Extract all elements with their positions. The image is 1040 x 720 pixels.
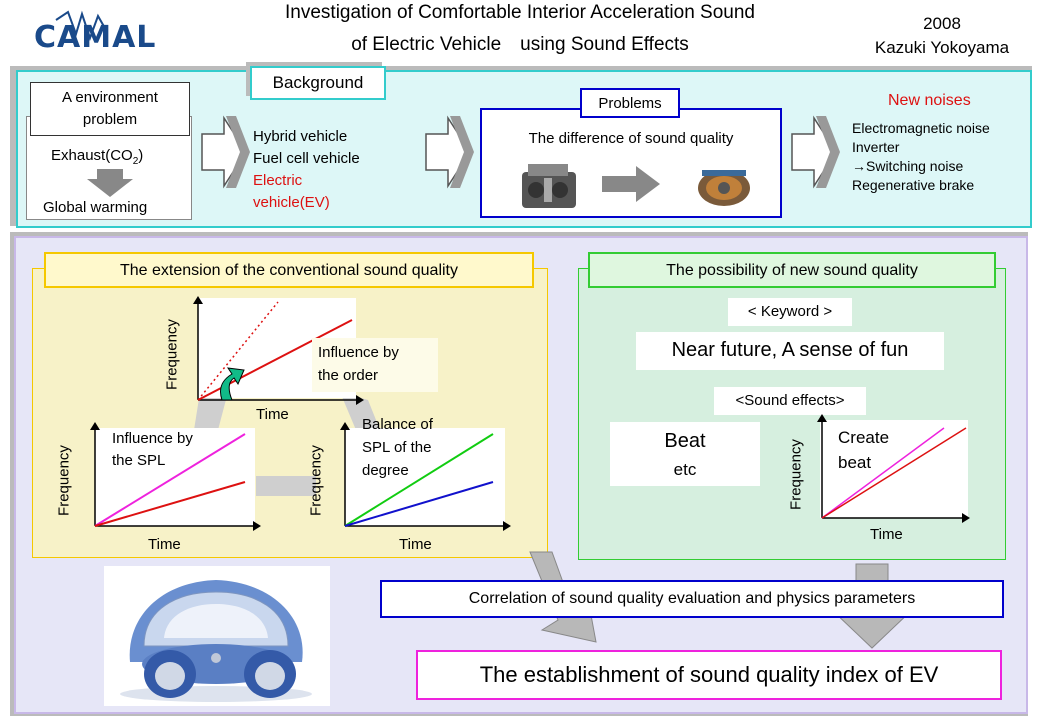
- year: 2008: [923, 14, 961, 33]
- noise-regenerative: Regenerative brake: [852, 177, 975, 193]
- author: Kazuki Yokoyama: [874, 38, 1010, 57]
- order-plot-ylabel: Frequency: [163, 319, 181, 390]
- right-arrow-icon: [602, 166, 660, 202]
- new-quality-title: The possibility of new sound quality: [666, 262, 918, 279]
- establishment-text: The establishment of sound quality index…: [479, 662, 939, 687]
- beat-plot-ylabel: Frequency: [787, 439, 805, 510]
- spl-line-red: [94, 481, 246, 527]
- establishment-box: The establishment of sound quality index…: [416, 650, 1002, 700]
- etc-text: etc: [673, 460, 697, 479]
- correlation-box: Correlation of sound quality evaluation …: [380, 580, 1004, 618]
- noise-electromagnetic: Electromagnetic noise: [852, 120, 990, 136]
- vehicle-ev-line1: Electric: [253, 172, 303, 189]
- problems-text: The difference of sound quality: [528, 130, 734, 147]
- conventional-title-box: The extension of the conventional sound …: [44, 252, 534, 288]
- new-quality-title-box: The possibility of new sound quality: [588, 252, 996, 288]
- beat-box: Beat etc: [610, 422, 760, 486]
- background-tab: Background: [250, 66, 386, 100]
- keyword-box: Near future, A sense of fun: [636, 332, 944, 370]
- balance-plot-xlabel: Time: [399, 536, 432, 553]
- balance-plot-chart: [340, 422, 511, 531]
- spl-plot-ylabel: Frequency: [55, 445, 73, 516]
- spl-plot-chart: [90, 422, 261, 531]
- rotate-arrow-icon: [219, 367, 245, 401]
- background-tab-label: Background: [272, 73, 364, 92]
- correlation-text: Correlation of sound quality evaluation …: [468, 590, 916, 607]
- global-warming-text: Global warming: [43, 199, 148, 216]
- order-line-dotted: [197, 301, 279, 401]
- beat-line-magenta: [821, 427, 945, 519]
- balance-line-green: [344, 433, 494, 527]
- ev-car-icon: [120, 580, 312, 702]
- spl-label-line1: Influence by: [112, 430, 193, 447]
- beat-line-red: [821, 427, 967, 519]
- new-noises-title: New noises: [888, 92, 971, 109]
- balance-line-blue: [344, 481, 494, 527]
- chevron-right-icon: [791, 115, 840, 189]
- logo-mark-icon: [55, 10, 107, 42]
- balance-plot-ylabel: Frequency: [307, 445, 325, 516]
- beat-text: Beat: [664, 430, 706, 452]
- logo-text: CAMAL: [34, 20, 157, 55]
- order-plot-xlabel: Time: [256, 406, 289, 423]
- vehicle-fuel-cell: Fuel cell vehicle: [253, 150, 360, 167]
- cycle-arrows-icon: [194, 392, 380, 496]
- beat-plot-chart: [817, 414, 970, 523]
- ev-car-image: [104, 566, 330, 706]
- order-label-line2: the order: [318, 367, 379, 384]
- page-title-line1: Investigation of Comfortable Interior Ac…: [285, 2, 755, 23]
- noise-inverter: Inverter: [852, 139, 900, 155]
- order-label-line1: Influence by: [318, 344, 399, 361]
- balance-label-line2: SPL of the: [362, 439, 432, 456]
- chevron-right-icon: [201, 115, 250, 189]
- order-label-box: [312, 338, 438, 392]
- vehicle-ev-line2: vehicle(EV): [253, 194, 330, 211]
- spl-label-line2: the SPL: [112, 452, 166, 469]
- logo: CAMAL: [18, 8, 168, 58]
- problems-tab: Problems: [580, 88, 680, 118]
- vehicle-hybrid: Hybrid vehicle: [253, 128, 348, 145]
- create-beat-line1: Create: [838, 428, 890, 447]
- down-arrow-icon: [87, 169, 133, 197]
- beat-plot-xlabel: Time: [870, 526, 903, 543]
- problems-box: The difference of sound quality: [480, 108, 782, 218]
- page-title-line2: of Electric Vehicle using Sound Effects: [351, 34, 689, 55]
- create-beat-line2: beat: [838, 453, 872, 472]
- spl-plot-xlabel: Time: [148, 536, 181, 553]
- noise-switching: →Switching noise: [852, 158, 964, 174]
- sound-effects-tag: <Sound effects>: [714, 387, 866, 415]
- balance-label-line3: degree: [362, 462, 409, 479]
- order-plot-chart: [193, 296, 364, 405]
- exhaust-text: Exhaust(CO2): [51, 147, 144, 167]
- problems-tab-label: Problems: [598, 95, 662, 112]
- spl-line-magenta: [94, 433, 246, 527]
- keyword-tag: < Keyword >: [728, 298, 852, 326]
- chevron-right-icon: [425, 115, 474, 189]
- environment-title-box: A environment problem: [30, 82, 190, 136]
- engine-icon: [522, 164, 576, 208]
- conventional-title: The extension of the conventional sound …: [119, 262, 458, 279]
- environment-title-line2: problem: [82, 111, 138, 128]
- environment-title-line1: A environment: [62, 89, 158, 106]
- balance-label-line1: Balance of: [362, 416, 433, 433]
- motor-icon: [698, 170, 750, 206]
